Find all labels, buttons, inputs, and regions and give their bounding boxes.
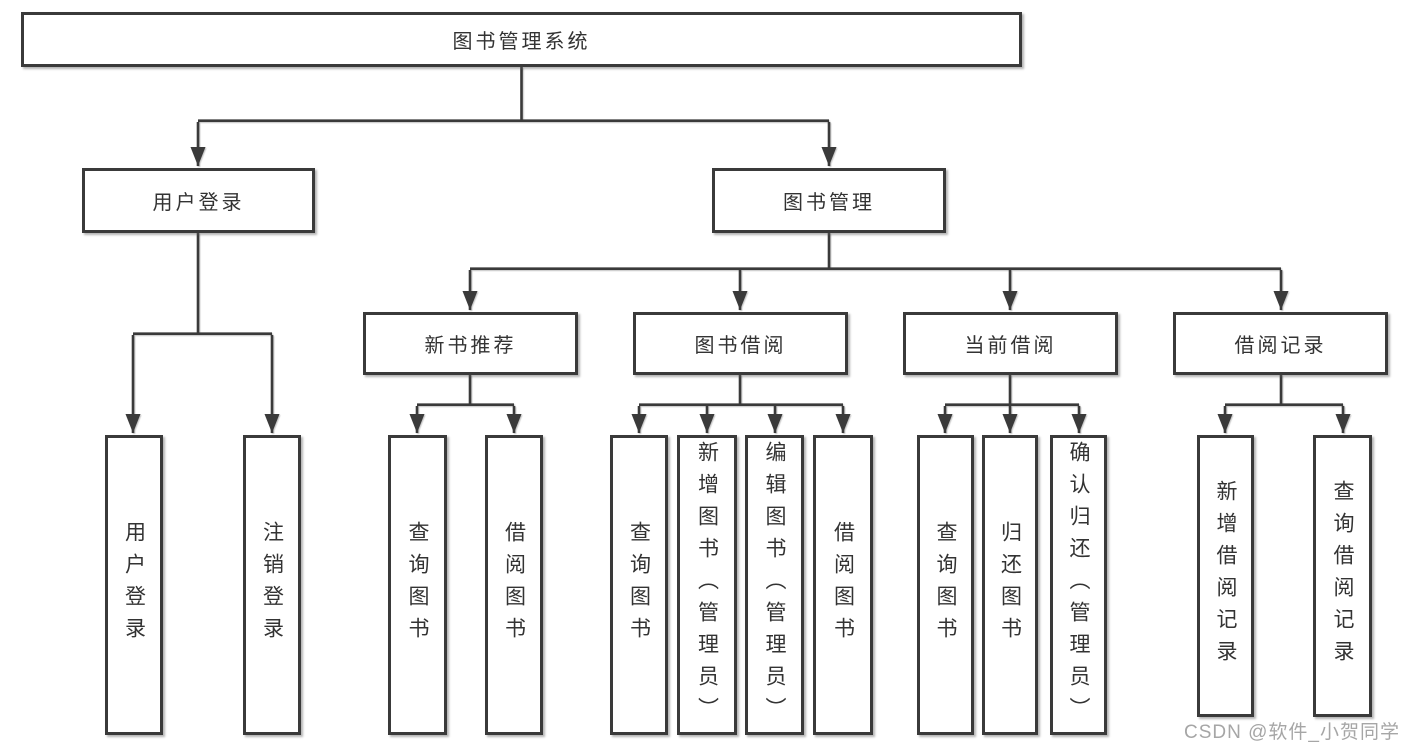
node-logout-leaf: 注销登录 (243, 435, 301, 735)
node-book-management-module: 图书管理 (712, 168, 946, 233)
node-query-books-borrow: 查询图书 (610, 435, 668, 735)
node-label: 查询借阅记录 (1331, 480, 1355, 672)
node-label: 借阅图书 (502, 521, 526, 649)
node-label: 确认归还（管理员） (1067, 441, 1091, 729)
node-borrow-books-leaf: 借阅图书 (813, 435, 873, 735)
node-label: 查询图书 (627, 521, 651, 649)
csdn-watermark: CSDN @软件_小贺同学 (1184, 722, 1400, 743)
node-label: 注销登录 (260, 521, 284, 649)
node-user-login-module: 用户登录 (82, 168, 315, 233)
node-library-management-system: 图书管理系统 (21, 12, 1022, 67)
node-borrow-records: 借阅记录 (1173, 312, 1388, 375)
node-confirm-return-admin: 确认归还（管理员） (1050, 435, 1107, 735)
node-user-login-leaf: 用户登录 (105, 435, 163, 735)
node-label: 新增借阅记录 (1214, 480, 1238, 672)
node-label: 用户登录 (122, 521, 146, 649)
node-label: 查询图书 (934, 521, 958, 649)
node-label: 新增图书（管理员） (695, 441, 719, 729)
node-add-borrow-record: 新增借阅记录 (1197, 435, 1254, 717)
node-current-borrow: 当前借阅 (903, 312, 1118, 375)
node-query-books-current: 查询图书 (917, 435, 974, 735)
node-label: 借阅图书 (831, 521, 855, 649)
node-label: 查询图书 (406, 521, 430, 649)
node-query-borrow-record: 查询借阅记录 (1313, 435, 1372, 717)
node-borrow-books-recommend: 借阅图书 (485, 435, 543, 735)
node-new-book-recommend: 新书推荐 (363, 312, 578, 375)
node-query-books-recommend: 查询图书 (388, 435, 447, 735)
node-label: 归还图书 (998, 521, 1022, 649)
node-edit-books-admin: 编辑图书（管理员） (745, 435, 804, 735)
node-return-books: 归还图书 (982, 435, 1038, 735)
node-add-books-admin: 新增图书（管理员） (677, 435, 737, 735)
node-book-borrow: 图书借阅 (633, 312, 848, 375)
node-label: 编辑图书（管理员） (763, 441, 787, 729)
